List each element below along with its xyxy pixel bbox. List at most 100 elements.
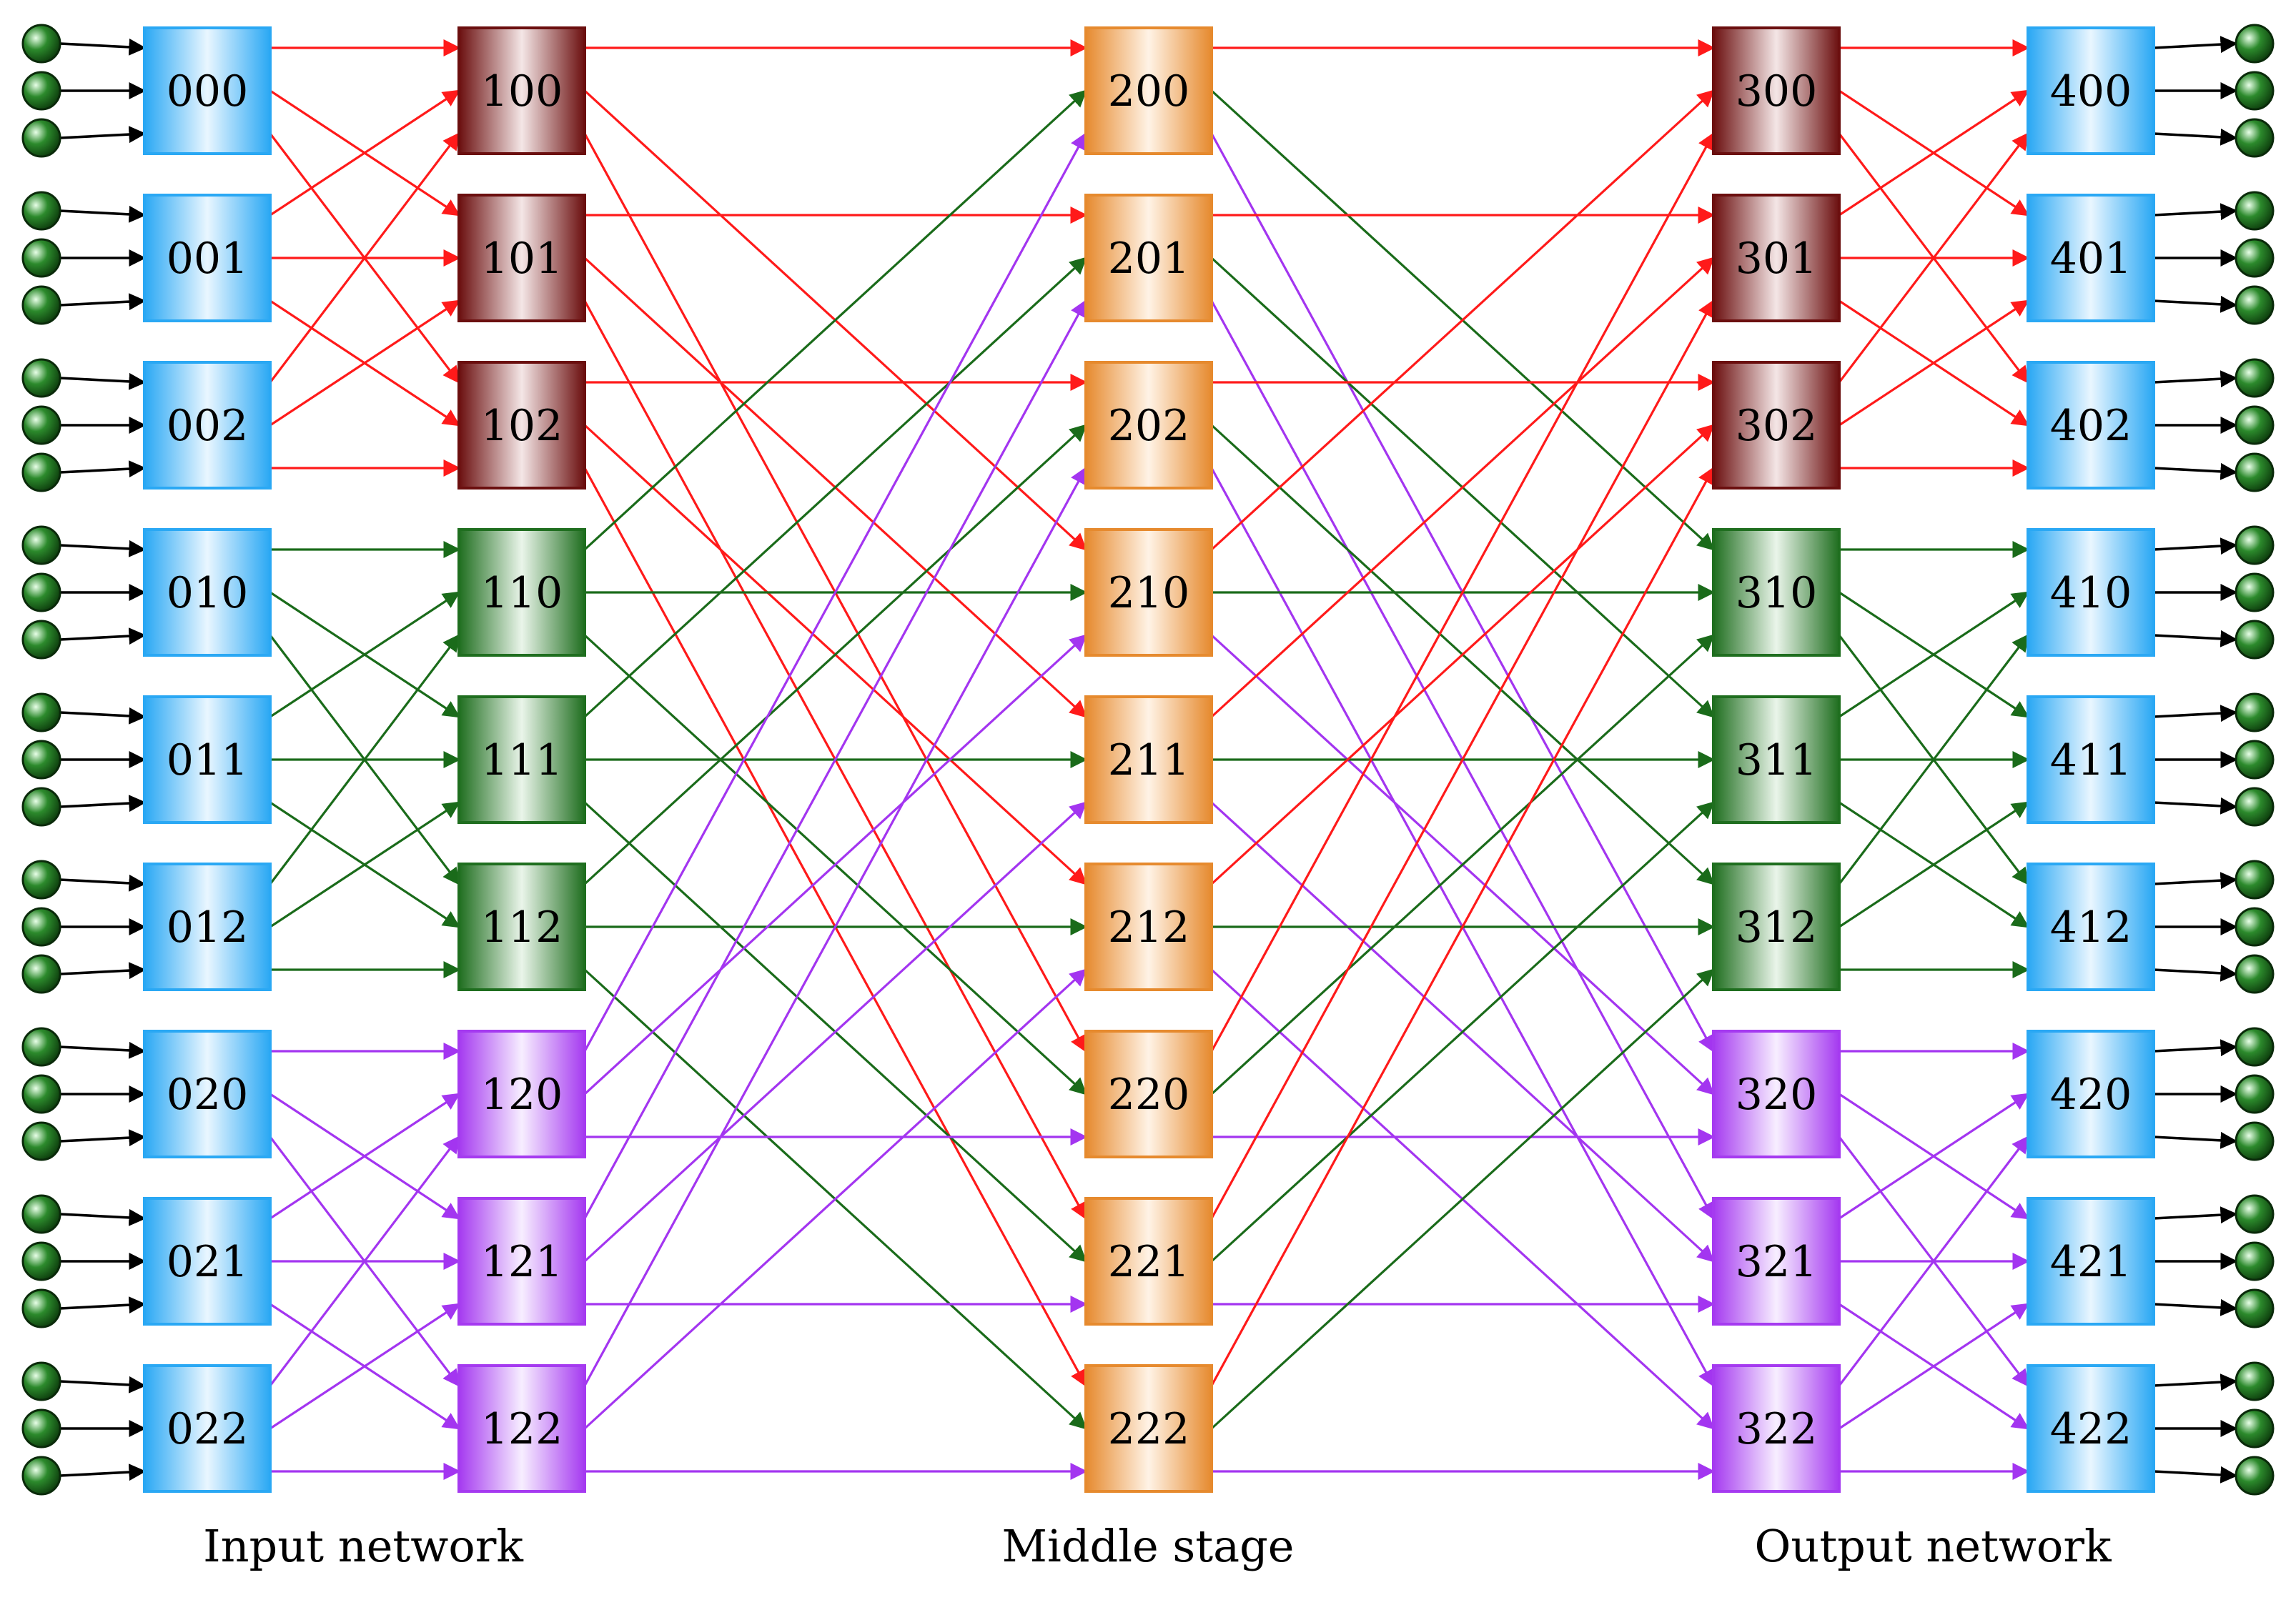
switch-box-label: 112 [481,903,563,953]
caption-output-network: Output network [1754,1520,2111,1572]
switch-box-label: 212 [1108,903,1190,953]
switch-box-rect [457,863,586,991]
switch-box-410: 410 [2027,528,2155,657]
switch-box-311: 311 [1712,695,1841,824]
link-022-to-120 [269,1136,460,1386]
switch-box-001: 001 [143,194,272,322]
link-211-to-301 [1210,257,1715,718]
link-122-to-212 [583,968,1087,1430]
terminals-layer [21,24,2275,1496]
switch-box-rect [1712,1030,1841,1158]
input-terminal-2-2 [21,452,61,492]
switch-box-301: 301 [1712,194,1841,322]
switch-box-label: 311 [1736,735,1818,785]
switch-box-label: 002 [167,401,249,451]
switch-box-rect [1712,194,1841,322]
switch-box-020: 020 [143,1030,272,1158]
switch-box-rect [2027,1197,2155,1326]
switch-box-rect [1712,528,1841,657]
switch-box-412: 412 [2027,863,2155,991]
input-terminal-6-2 [21,1121,61,1161]
output-terminal-2-0 [2235,358,2275,398]
link-021-to-120 [269,1093,461,1220]
links-layer [269,39,2030,1480]
link-121-to-201 [583,299,1087,1219]
switch-box-rect [1084,26,1213,155]
output-arrow-8-2 [2153,1466,2238,1484]
switch-box-rect [2027,695,2155,824]
link-222-to-312 [1210,968,1715,1430]
switch-box-012: 012 [143,863,272,991]
input-arrow-4-2 [59,795,147,813]
output-terminal-1-2 [2235,285,2275,325]
input-arrow-8-2 [59,1464,147,1481]
switch-box-label: 102 [481,401,563,451]
input-arrow-2-0 [59,372,147,390]
switch-box-rect [143,1030,272,1158]
output-terminal-1-1 [2235,238,2275,278]
input-terminal-5-0 [21,860,61,900]
switch-box-rect [1084,863,1213,991]
switch-box-label: 211 [1108,735,1190,785]
switch-box-label: 322 [1736,1404,1818,1454]
output-terminal-2-1 [2235,405,2275,445]
input-terminal-8-0 [21,1361,61,1401]
switch-box-102: 102 [457,361,586,490]
switch-box-label: 020 [167,1070,249,1120]
input-arrow-3-0 [59,540,147,557]
output-terminal-7-0 [2235,1194,2275,1234]
output-terminal-5-1 [2235,907,2275,947]
output-arrow-7-0 [2153,1206,2238,1224]
switch-box-label: 301 [1736,234,1818,284]
output-arrow-2-2 [2153,462,2238,480]
link-321-to-420 [1839,1093,2030,1220]
switch-box-300: 300 [1712,26,1841,155]
input-terminal-0-0 [21,24,61,64]
switch-box-121: 121 [457,1197,586,1326]
switch-box-320: 320 [1712,1030,1841,1158]
switch-box-rect [2027,1364,2155,1493]
link-210-to-300 [1210,89,1715,551]
switch-box-label: 000 [167,66,249,116]
switch-box-420: 420 [2027,1030,2155,1158]
input-arrow-5-2 [59,962,147,980]
switch-box-rect [1712,863,1841,991]
output-terminal-5-0 [2235,860,2275,900]
switch-box-rect [1712,1364,1841,1493]
link-322-to-420 [1838,1136,2029,1386]
link-120-to-210 [583,634,1087,1095]
switch-box-rect [143,863,272,991]
switch-box-322: 322 [1712,1364,1841,1493]
link-301-to-400 [1839,89,2030,217]
output-arrow-6-0 [2153,1039,2238,1057]
switch-box-022: 022 [143,1364,272,1493]
link-322-to-421 [1839,1303,2030,1430]
input-terminal-1-0 [21,191,61,231]
output-terminal-4-2 [2235,787,2275,827]
link-022-to-121 [269,1303,461,1430]
switch-box-rect [2027,361,2155,490]
switch-box-202: 202 [1084,361,1213,490]
input-arrow-8-0 [59,1376,147,1393]
switch-box-label: 100 [481,66,563,116]
switch-box-rect [1712,361,1841,490]
output-arrow-3-0 [2153,537,2238,555]
switch-box-label: 120 [481,1070,563,1120]
link-011-to-110 [269,591,461,718]
switch-box-000: 000 [143,26,272,155]
switch-box-label: 220 [1108,1070,1190,1120]
link-002-to-101 [269,299,461,427]
switch-box-rect [2027,1030,2155,1158]
switch-box-rect [457,1030,586,1158]
input-terminal-3-0 [21,525,61,565]
switch-box-210: 210 [1084,528,1213,657]
output-arrow-5-0 [2153,872,2238,890]
switch-box-222: 222 [1084,1364,1213,1493]
switch-box-label: 401 [2050,234,2132,284]
input-arrow-1-2 [59,293,147,311]
switch-box-rect [143,528,272,657]
switch-box-400: 400 [2027,26,2155,155]
link-002-to-100 [269,132,460,383]
switch-box-100: 100 [457,26,586,155]
